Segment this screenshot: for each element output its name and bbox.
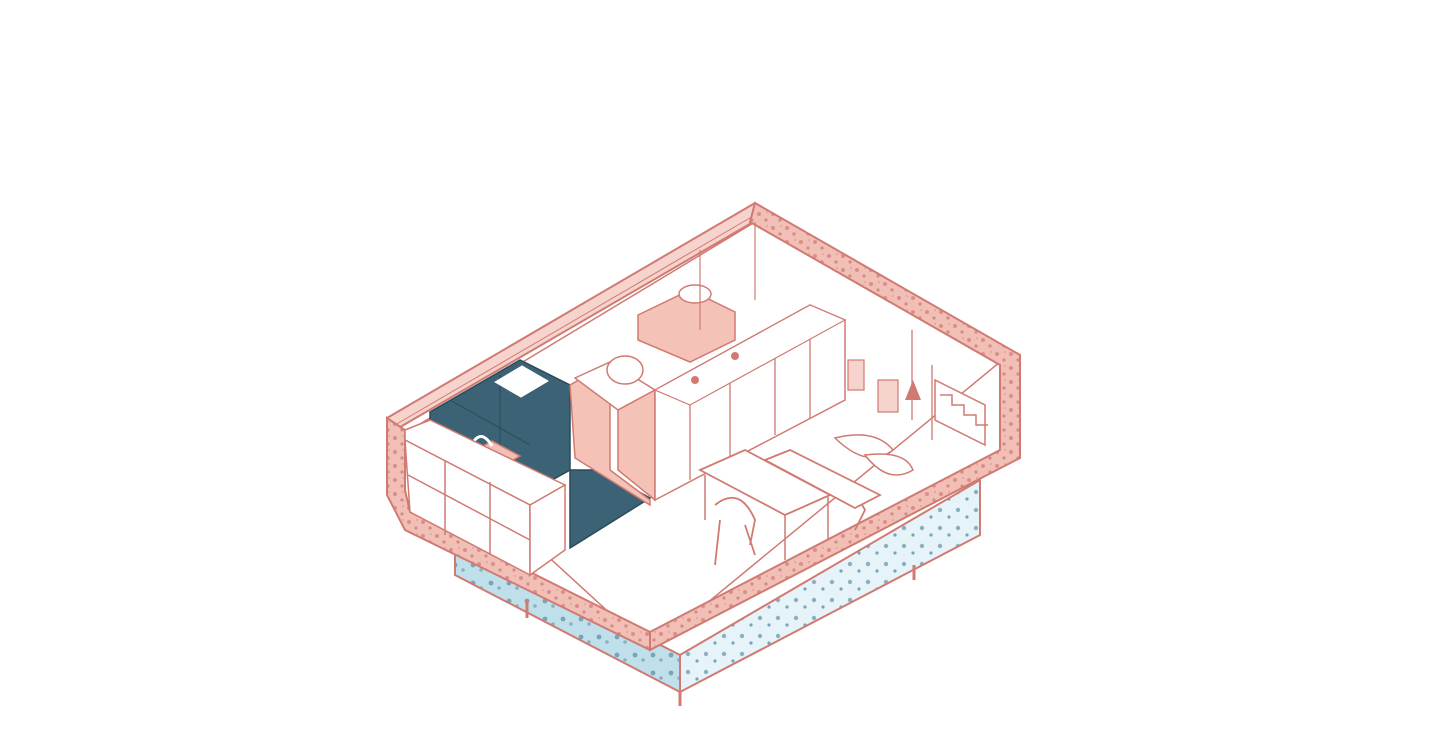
kitchen-area <box>404 359 652 577</box>
lounge <box>762 434 914 510</box>
bathroom-block <box>569 222 756 507</box>
wardrobe-wall <box>653 304 847 502</box>
coffee-table-2 <box>863 453 914 476</box>
toilet <box>606 355 644 385</box>
coffee-table-1 <box>833 434 895 459</box>
stairs <box>911 330 988 447</box>
plant-baskets <box>847 359 921 413</box>
sofa <box>762 449 882 510</box>
basin <box>678 284 712 304</box>
chair-left <box>714 496 756 566</box>
cooktop <box>494 365 549 398</box>
